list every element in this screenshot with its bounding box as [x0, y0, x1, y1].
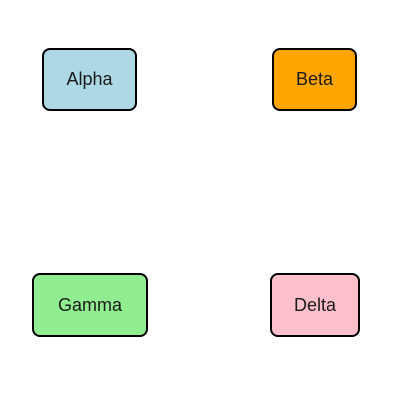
node-gamma[interactable]: Gamma [32, 273, 148, 337]
node-delta[interactable]: Delta [270, 273, 360, 337]
node-alpha[interactable]: Alpha [42, 48, 137, 111]
node-beta-label: Beta [295, 69, 334, 89]
node-delta-label: Delta [293, 294, 337, 315]
node-alpha-label: Alpha [66, 69, 113, 89]
node-gamma-label: Gamma [57, 294, 122, 315]
node-beta[interactable]: Beta [272, 48, 357, 111]
